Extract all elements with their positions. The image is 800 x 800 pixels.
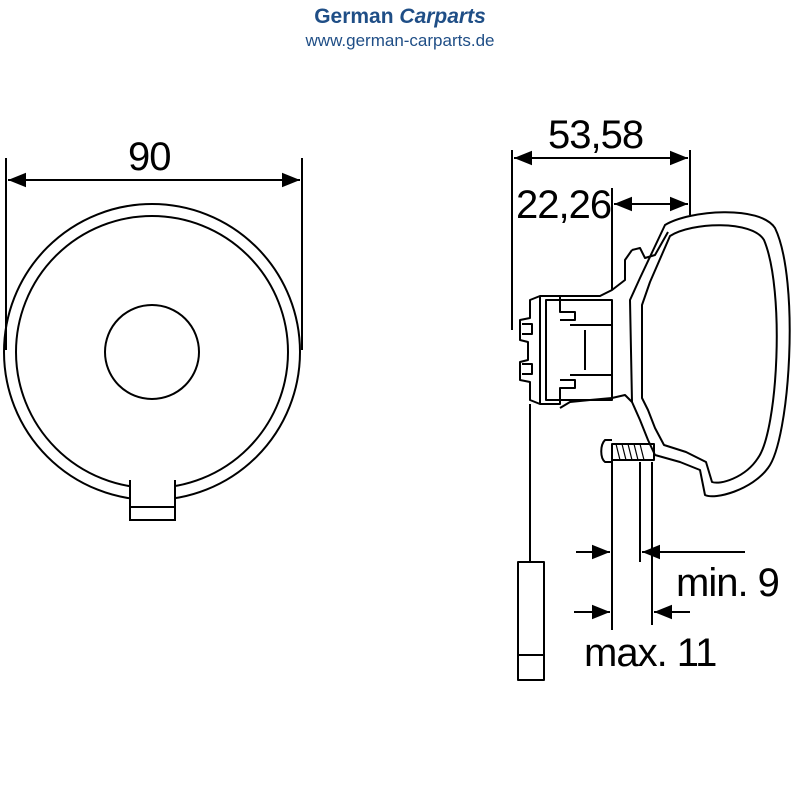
cable-plug xyxy=(517,561,545,681)
overall-depth-label: 53,58 xyxy=(548,113,643,157)
socket-clip-lower xyxy=(540,379,576,405)
lamp-bezel-lower xyxy=(559,394,633,409)
brand-name: German xyxy=(314,5,400,28)
front-width-label: 90 xyxy=(128,135,171,179)
front-bottom-tab xyxy=(129,480,176,521)
front-center-lens xyxy=(104,304,200,400)
connector-detail xyxy=(522,323,533,335)
fixing-screw-thread xyxy=(611,443,655,461)
brand-title[interactable]: German Carparts xyxy=(0,4,800,30)
fixing-screw-head xyxy=(600,439,612,463)
mount-depth-label: 22,26 xyxy=(516,183,611,227)
front-outer-ring xyxy=(3,203,301,501)
side-view xyxy=(511,150,791,681)
brand-name-accent: Carparts xyxy=(399,5,486,28)
socket-clip-upper xyxy=(540,295,576,321)
socket-body xyxy=(545,299,613,401)
connector-housing xyxy=(519,295,541,405)
brand-header: German Carparts www.german-carparts.de xyxy=(0,4,800,52)
front-view xyxy=(3,158,303,521)
fixing-screw-hatch xyxy=(615,443,645,461)
front-inner-ring xyxy=(15,215,289,489)
min-label: min. 9 xyxy=(676,561,779,605)
lamp-bezel xyxy=(560,231,669,297)
brand-url[interactable]: www.german-carparts.de xyxy=(305,31,495,50)
lamp-lens-outer xyxy=(629,211,791,498)
max-label: max. 11 xyxy=(584,631,716,675)
lamp-lens-inner xyxy=(641,224,778,484)
connector-detail-2 xyxy=(522,363,533,375)
